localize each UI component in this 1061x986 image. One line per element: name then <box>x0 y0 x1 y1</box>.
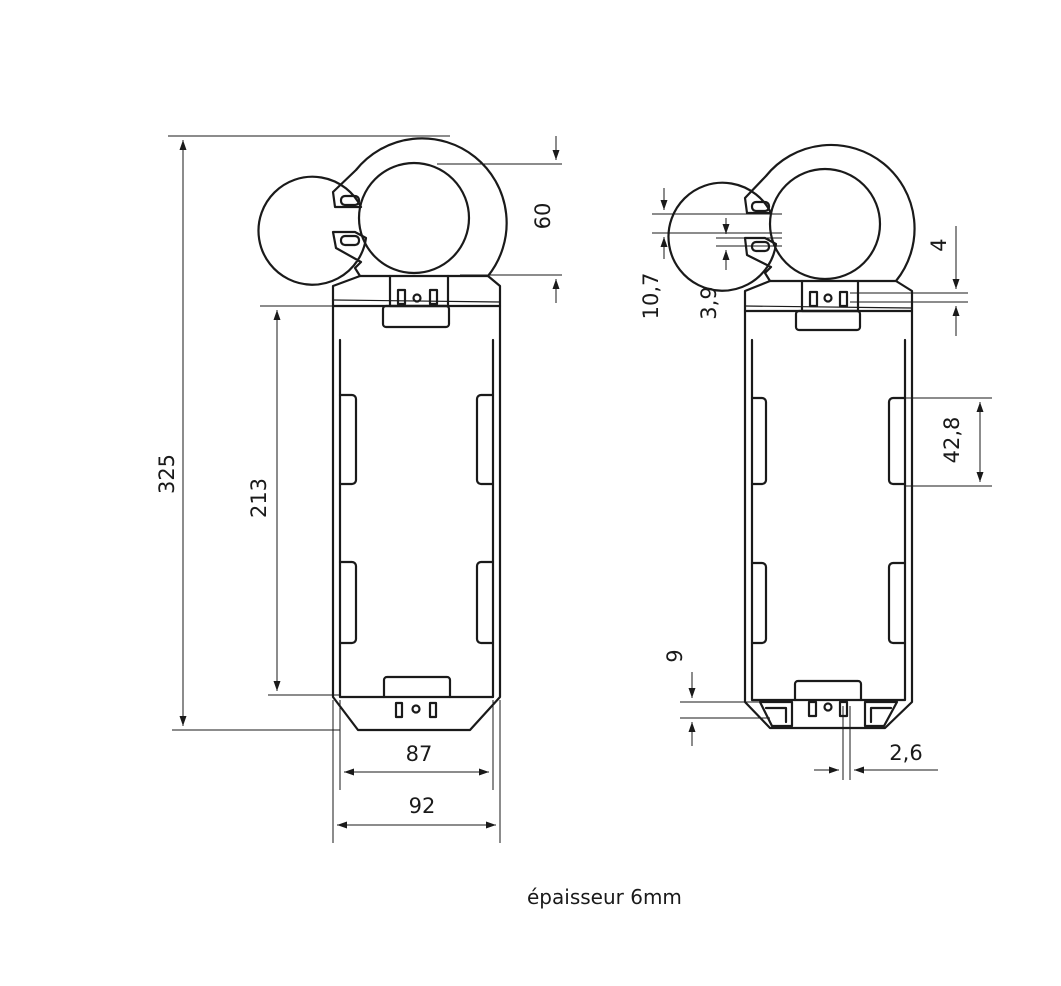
dim-label-tab-height: 42,8 <box>940 417 964 464</box>
bottom-slot-right <box>863 700 899 728</box>
front-view <box>168 135 562 843</box>
side-tab-r2 <box>475 560 495 645</box>
hook-slot-upper-left <box>339 194 361 207</box>
section-view <box>652 143 992 780</box>
thickness-caption: épaisseur 6mm <box>527 885 682 909</box>
side-tab-l2 <box>338 560 358 645</box>
body-inner-left <box>338 338 495 699</box>
body-inner-right <box>750 338 907 702</box>
dim-label-overall-height: 325 <box>155 454 179 494</box>
side-tab-l1 <box>338 393 358 486</box>
body-outer-left <box>331 304 502 732</box>
dim-label-slot-width: 2,6 <box>889 741 922 765</box>
dim-label-outer-width: 92 <box>409 794 436 818</box>
bottom-clip-left <box>382 675 452 699</box>
body-outer-right <box>743 309 914 730</box>
side-tab-r1 <box>475 393 495 486</box>
hook-slot-lower-left <box>339 234 361 247</box>
dim-label-ring-diameter: 60 <box>531 203 555 230</box>
dim-label-hook-gap: 10,7 <box>639 273 663 320</box>
dim-label-bottom-height: 9 <box>663 649 687 662</box>
dim-label-inner-width: 87 <box>406 742 433 766</box>
ring-inner-right <box>768 167 882 281</box>
ring-outer-right <box>667 143 916 292</box>
ring-inner-left <box>357 161 471 275</box>
dim-label-slot-height: 3,9 <box>697 286 721 319</box>
dim-label-body-height: 213 <box>247 478 271 518</box>
dim-label-clip-offset: 4 <box>927 238 951 251</box>
ring-outer-left <box>257 137 508 286</box>
